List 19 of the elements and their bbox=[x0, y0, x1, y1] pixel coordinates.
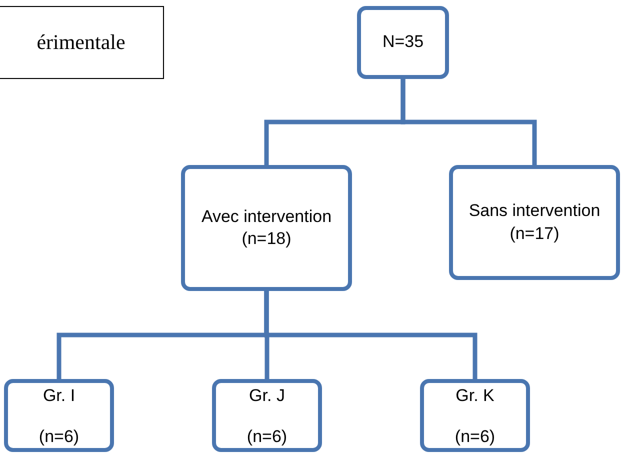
connector-line bbox=[400, 79, 537, 165]
count-label: (n=6) bbox=[38, 426, 80, 448]
box-label: Gr. I bbox=[42, 385, 76, 407]
connector-line bbox=[264, 291, 478, 379]
group-box bbox=[357, 6, 449, 79]
group-box bbox=[212, 379, 322, 452]
group-box bbox=[4, 379, 114, 452]
group-box bbox=[449, 165, 620, 280]
group-box bbox=[181, 165, 352, 291]
box-label: Gr. K bbox=[456, 385, 494, 407]
box-label: érimentale bbox=[36, 28, 126, 56]
group-box bbox=[420, 379, 530, 452]
count-label: (n=6) bbox=[454, 426, 496, 448]
title-box bbox=[0, 6, 164, 79]
box-label: Sans intervention (n=17) bbox=[468, 200, 602, 244]
count-label: (n=6) bbox=[246, 426, 288, 448]
box-label: N=35 bbox=[382, 31, 424, 54]
box-label: Avec intervention (n=18) bbox=[200, 206, 333, 250]
box-label: Gr. J bbox=[249, 385, 285, 407]
